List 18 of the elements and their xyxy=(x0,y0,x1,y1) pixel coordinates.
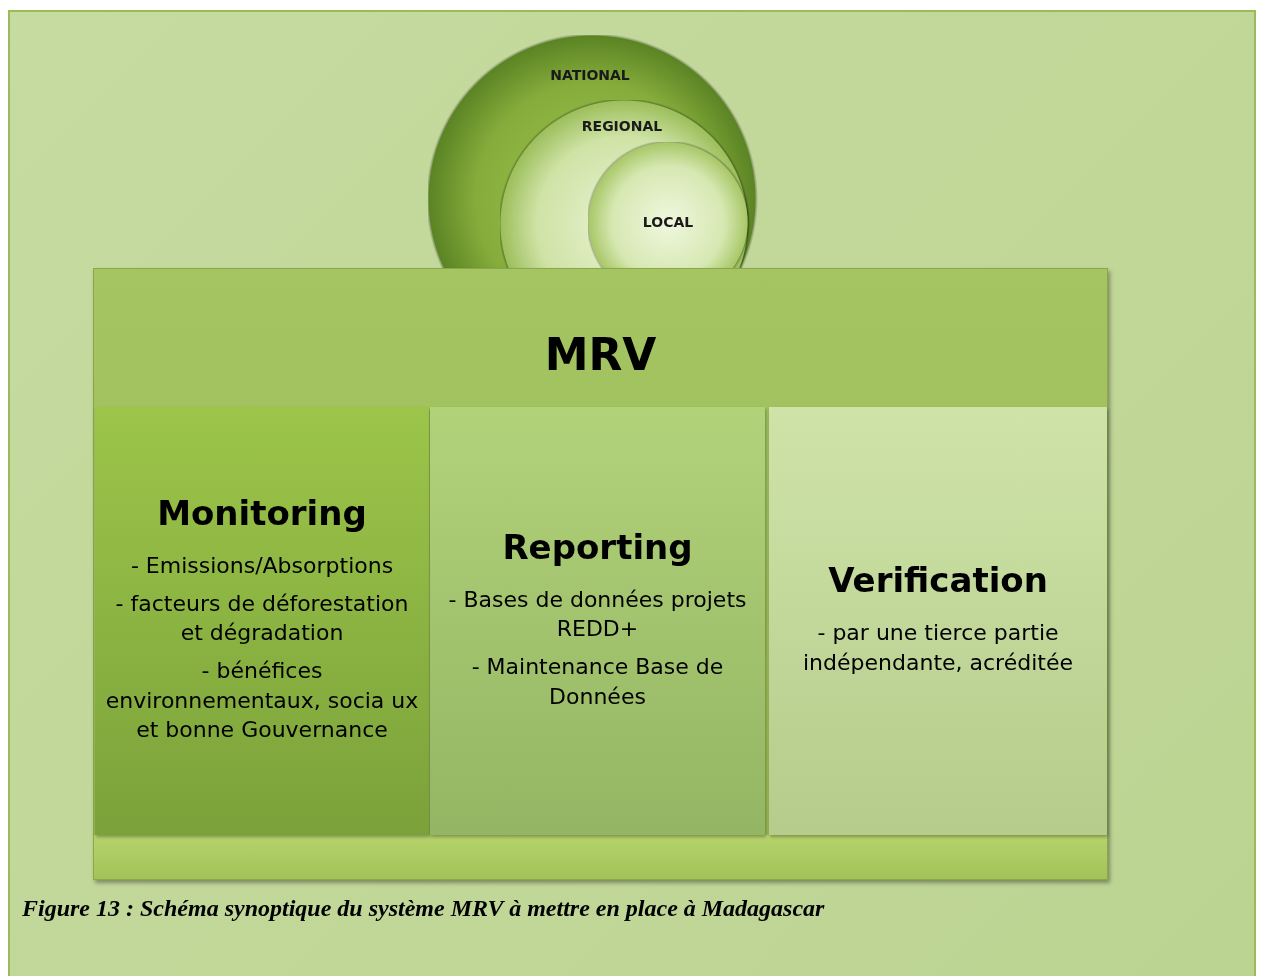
column-panel xyxy=(95,407,429,835)
panel-title: MRV xyxy=(543,329,658,380)
circle-label: REGIONAL xyxy=(581,118,663,134)
bullet-text: - Emissions/Absorptions xyxy=(130,551,394,580)
mrv-panel xyxy=(93,268,1108,880)
column-heading: Verification xyxy=(828,560,1048,601)
column-heading: Reporting xyxy=(502,526,693,567)
bullet-text: - facteurs de déforestation et dégradation xyxy=(114,589,410,648)
column-heading: Monitoring xyxy=(157,492,367,533)
column-panel xyxy=(769,407,1107,835)
circle-label: NATIONAL xyxy=(550,67,630,83)
bullet-text: - bénéfices environnementaux, socia ux et bonne Gouvernance xyxy=(104,657,420,745)
bullet-text: - par une tierce partie indépendante, acréditée xyxy=(802,619,1074,677)
bullet-text: - Maintenance Base de Données xyxy=(470,653,725,711)
column-panel xyxy=(430,407,765,835)
figure-caption: Figure 13 : Schéma synoptique du système MRV à mettre en place à Madagascar xyxy=(22,895,825,922)
circle-label: LOCAL xyxy=(642,214,694,230)
bullet-text: - Bases de données projets REDD+ xyxy=(447,585,748,644)
